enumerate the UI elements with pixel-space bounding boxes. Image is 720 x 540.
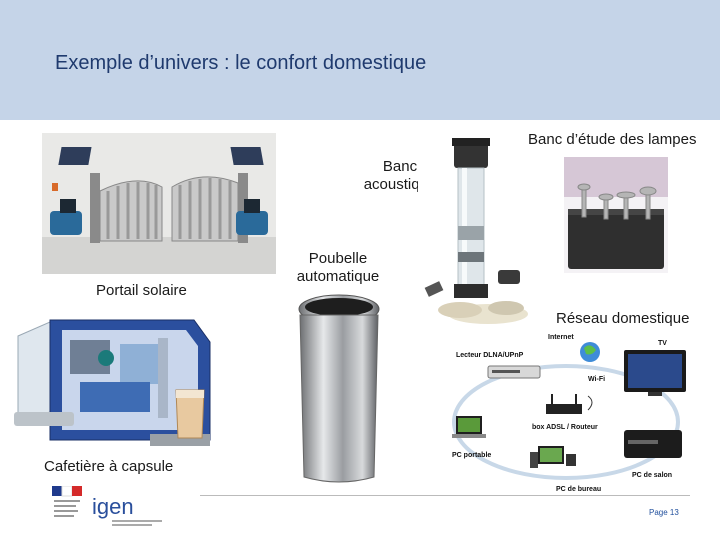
- poubelle-label: Poubelle automatique: [288, 250, 388, 286]
- net-pc-portable: PC portable: [452, 452, 492, 459]
- net-pc-salon: PC de salon: [632, 472, 673, 479]
- reseau-diagram: Internet Lecteur DLNA/UPnP TV Wi-Fi box …: [448, 330, 692, 496]
- reseau-label: Réseau domestique: [556, 310, 690, 327]
- net-wifi: Wi-Fi: [588, 376, 606, 383]
- net-internet: Internet: [548, 334, 574, 341]
- banc-acoustique-image: [418, 134, 533, 332]
- portail-solaire-image: [42, 133, 276, 274]
- header-band: [0, 0, 720, 120]
- banc-label-line1: Banc: [382, 158, 418, 175]
- poubelle-image: [296, 293, 382, 486]
- poubelle-label-line1: Poubelle: [308, 250, 368, 267]
- poubelle-label-line2: automatique: [296, 268, 380, 285]
- lampes-label: Banc d’étude des lampes: [528, 131, 697, 148]
- net-tv: TV: [658, 340, 667, 347]
- slide-title: Exemple d’univers : le confort domestiqu…: [55, 52, 427, 74]
- banc-lampes-image: [564, 157, 668, 273]
- igen-logo: igen: [92, 494, 134, 519]
- net-box: box ADSL / Routeur: [532, 424, 598, 431]
- cafetiere-label: Cafetière à capsule: [44, 458, 174, 475]
- ministry-seal-logo: [52, 486, 82, 528]
- net-lecteur: Lecteur DLNA/UPnP: [456, 352, 524, 359]
- portail-label: Portail solaire: [96, 282, 187, 299]
- net-pc-bureau: PC de bureau: [556, 486, 602, 493]
- footer-rule: [200, 495, 690, 496]
- page-number: Page 13: [649, 508, 679, 517]
- cafetiere-image: [10, 312, 232, 454]
- igen-tagline: [112, 520, 162, 526]
